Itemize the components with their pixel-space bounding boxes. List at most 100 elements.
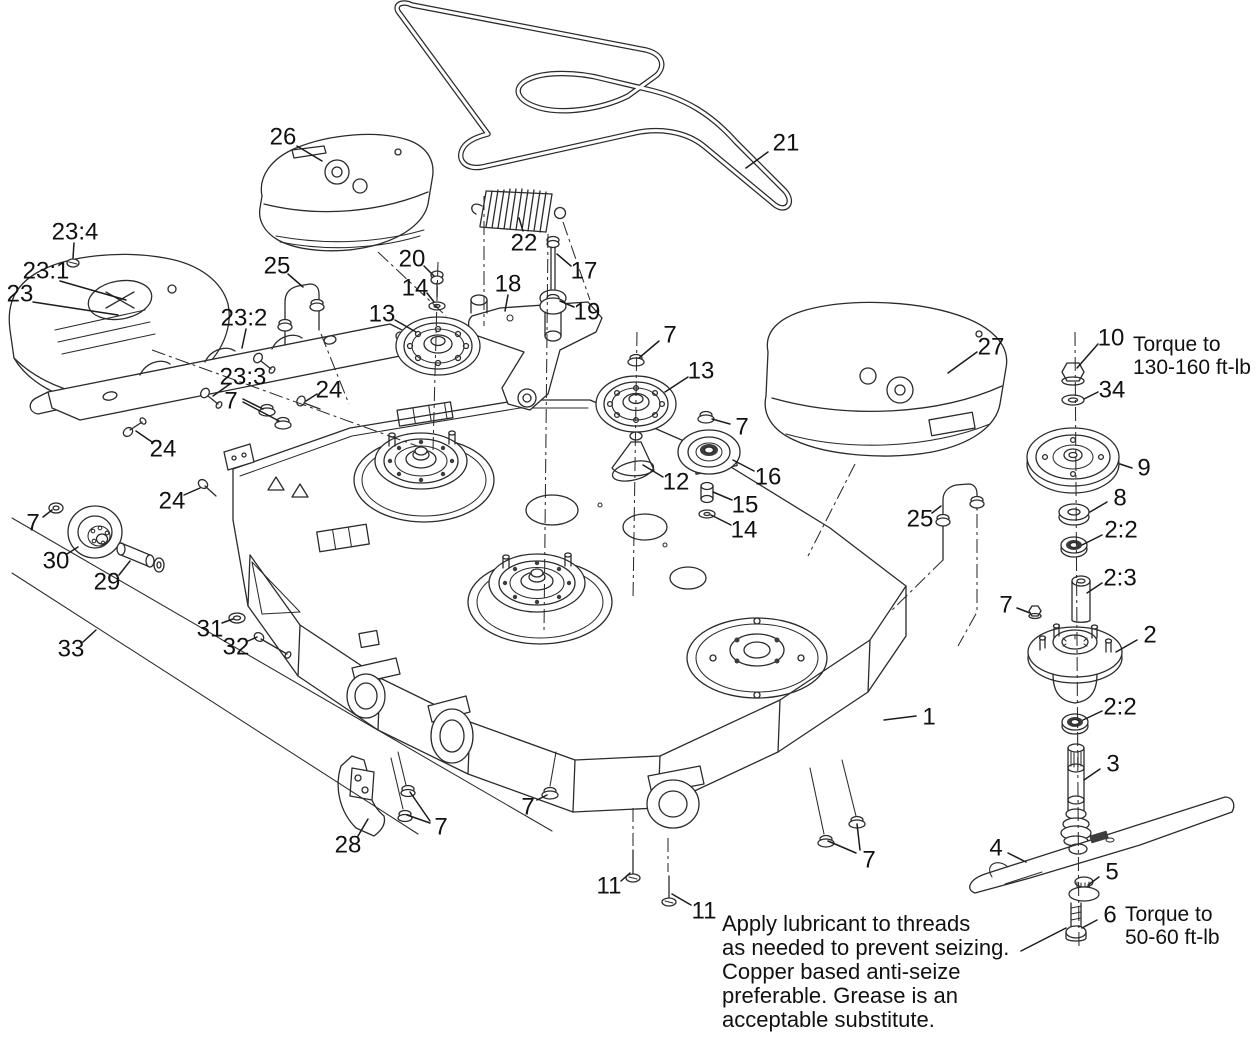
callout-label-13-left: 13 <box>369 301 396 328</box>
callout-leader <box>82 629 97 643</box>
callout-label-6: 6 <box>1103 902 1116 929</box>
callout-label-8: 8 <box>1113 485 1126 512</box>
callout-label-11-right: 11 <box>692 898 717 925</box>
callout-label-25-right: 25 <box>907 506 934 533</box>
callout-25-right: 25 <box>907 505 942 533</box>
spacer-cone <box>611 431 655 482</box>
callout-leader <box>1081 534 1103 546</box>
callout-label-24-mid: 24 <box>159 488 186 515</box>
callout-14-top: 14 <box>402 275 435 303</box>
callout-7-wheel: 7 <box>26 509 53 537</box>
callout-20: 20 <box>399 246 435 277</box>
callout-label-10: 10 <box>1098 325 1125 352</box>
callout-11-right: 11 <box>671 893 717 925</box>
callout-label-2-3: 2:3 <box>1103 565 1136 592</box>
callout-label-23-3: 23:3 <box>220 364 267 391</box>
callout-label-24-bracket: 24 <box>316 377 343 404</box>
callout-label-7-hub: 7 <box>999 592 1012 619</box>
callout-leader <box>827 840 857 854</box>
callout-leader <box>287 273 304 288</box>
callout-label-7-idler: 7 <box>735 414 748 441</box>
callout-label-7-deflector: 7 <box>434 814 447 841</box>
callout-15: 15 <box>712 491 759 519</box>
callout-26: 26 <box>270 124 323 162</box>
callout-leader <box>1076 343 1099 369</box>
callout-label-24-left: 24 <box>150 436 177 463</box>
drive-belt <box>394 0 792 211</box>
callout-leader <box>712 491 733 501</box>
cutting-blade <box>969 796 1235 894</box>
callout-leader <box>32 301 119 316</box>
callout-leader <box>556 253 572 267</box>
callout-8: 8 <box>1089 485 1127 513</box>
callout-10: 10 <box>1076 325 1125 369</box>
callout-27: 27 <box>947 334 1004 374</box>
callout-leader <box>42 509 53 518</box>
gauge-wheel <box>67 505 165 573</box>
callout-label-2: 2 <box>1143 622 1156 649</box>
callout-label-33: 33 <box>58 636 85 663</box>
callout-5: 5 <box>1087 859 1119 886</box>
callout-leader <box>504 294 509 312</box>
callout-label-28: 28 <box>335 832 362 859</box>
callout-leader <box>931 505 942 514</box>
callout-leader <box>664 376 689 393</box>
callout-label-25-left: 25 <box>264 253 291 280</box>
callout-label-18: 18 <box>495 271 522 298</box>
callout-label-23-1: 23:1 <box>23 258 70 285</box>
callout-leader <box>883 715 917 721</box>
callout-7-idler: 7 <box>711 414 749 441</box>
callout-17: 17 <box>556 253 597 285</box>
callout-2-2-upper: 2:2 <box>1081 517 1138 546</box>
callout-4: 4 <box>989 835 1027 863</box>
callout-13-left: 13 <box>369 301 417 333</box>
callout-leader <box>242 398 264 410</box>
callout-leader <box>1115 639 1138 653</box>
callout-leader <box>426 292 435 303</box>
callout-label-22: 22 <box>511 230 538 257</box>
support-rod-left <box>277 283 325 346</box>
callout-leader <box>642 464 664 478</box>
callout-leader <box>72 242 75 259</box>
callout-25-left: 25 <box>264 253 304 288</box>
callout-label-13-right: 13 <box>688 358 715 385</box>
callout-31: 31 <box>197 616 234 643</box>
callout-label-3: 3 <box>1106 751 1119 778</box>
spindle-pulley-right <box>595 375 677 433</box>
callout-7-bracket: 7 <box>224 388 280 422</box>
callout-label-2-2-lower: 2:2 <box>1103 694 1136 721</box>
callout-label-20: 20 <box>399 246 426 273</box>
callout-leader <box>212 383 231 397</box>
deck-spindle-center <box>467 552 613 645</box>
callout-23-1: 23:1 <box>23 258 127 301</box>
callout-leader <box>305 393 318 402</box>
callout-leader <box>1007 852 1027 863</box>
deck-spindle-right-mount <box>686 617 828 699</box>
callout-leader <box>118 560 131 576</box>
mower-deck-shell <box>223 399 907 829</box>
callout-label-19: 19 <box>574 299 601 326</box>
callout-label-16: 16 <box>755 464 782 491</box>
callout-28: 28 <box>335 818 369 859</box>
callout-leader <box>732 459 755 472</box>
callout-label-9: 9 <box>1137 455 1150 482</box>
callout-label-32: 32 <box>223 634 250 661</box>
callout-label-15: 15 <box>732 492 759 519</box>
note-leader-line <box>1020 927 1067 952</box>
callout-label-1: 1 <box>922 704 935 731</box>
callout-leader <box>296 145 323 162</box>
callout-13-right: 13 <box>664 358 715 393</box>
callout-leader <box>745 151 769 169</box>
callout-label-21: 21 <box>773 130 800 157</box>
callout-label-7-deck-right: 7 <box>862 847 875 874</box>
callout-leader <box>947 351 978 374</box>
callout-leader <box>1087 876 1100 886</box>
callout-leader <box>1083 391 1099 400</box>
callout-14-bottom: 14 <box>710 514 757 544</box>
callout-23: 23 <box>7 281 119 316</box>
callout-label-30: 30 <box>43 548 70 575</box>
callout-label-2-2-upper: 2:2 <box>1104 517 1137 544</box>
callout-22: 22 <box>511 217 538 257</box>
